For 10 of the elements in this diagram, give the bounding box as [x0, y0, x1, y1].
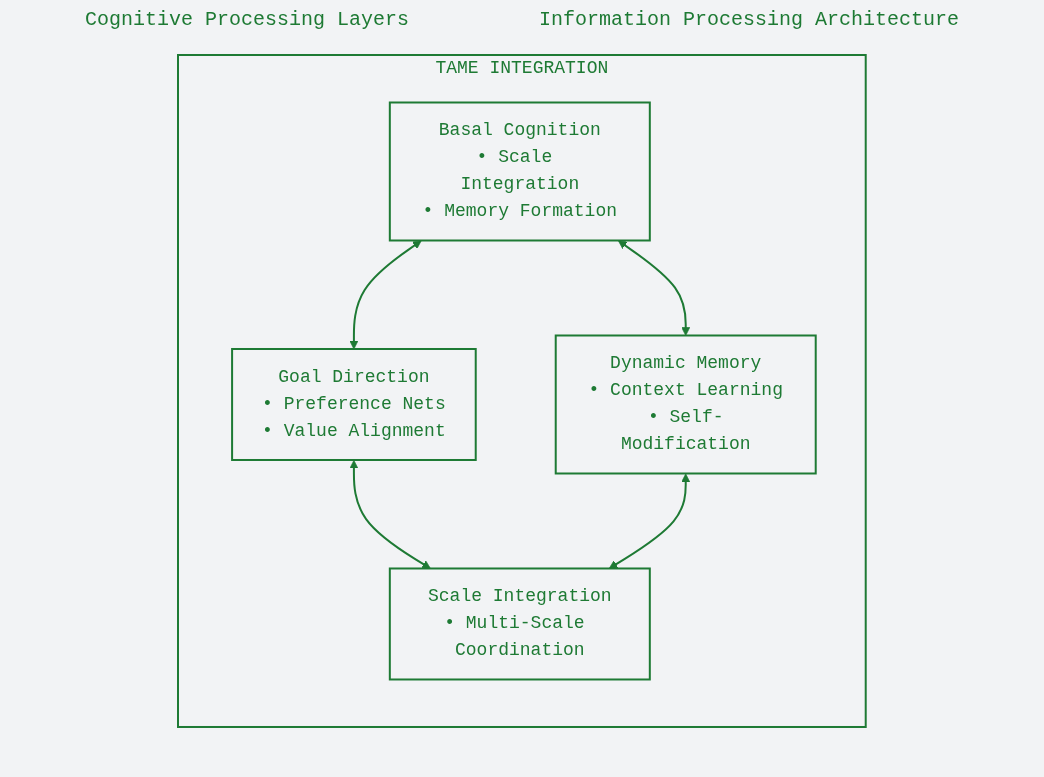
node-box: Goal Direction • Preference Nets • Value Alignment: [231, 348, 477, 461]
section-heading: Cognitive Processing Layers: [84, 8, 409, 31]
node-box: Basal Cognition • Scale Integration • Memory Formation: [388, 101, 651, 242]
node-box: Scale Integration • Multi-Scale Coordination: [388, 567, 651, 681]
section-heading: Information Processing Architecture: [538, 8, 959, 31]
arrow: [608, 473, 691, 569]
arrow: [618, 240, 691, 336]
arrow: [349, 240, 422, 350]
arrow: [349, 460, 431, 569]
node-box: Dynamic Memory • Context Learning • Self-Modification: [554, 334, 817, 475]
